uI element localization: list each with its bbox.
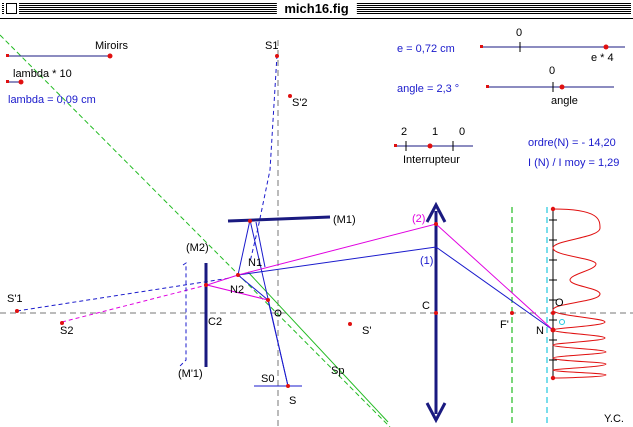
construction-lines — [0, 34, 633, 427]
angle-zero-label: 0 — [549, 65, 555, 77]
interrupteur-label: Interrupteur — [403, 154, 460, 166]
label-s1: S1 — [265, 40, 278, 52]
e-slider-knob[interactable] — [603, 44, 609, 50]
label-ray2: (2) — [412, 213, 425, 225]
separator-plate — [247, 271, 389, 423]
label-s1p: S'1 — [7, 293, 23, 305]
label-sp-point: S' — [362, 325, 371, 337]
controls[interactable] — [6, 42, 625, 151]
miroirs-slider[interactable] — [6, 53, 113, 59]
virtual-rays — [16, 54, 278, 367]
interrupteur-slider-start[interactable] — [394, 144, 397, 147]
ray-m1-branch — [255, 221, 266, 268]
ordre-readout: ordre(N) = - 14,20 — [528, 137, 616, 149]
label-o: O — [555, 297, 564, 309]
point-n-marker[interactable] — [559, 319, 565, 325]
ray-1-branch — [237, 274, 289, 387]
figure-labels: S1 S'2 S'1 S2 S' S S0 Sp (M1) (M2) (M'1)… — [7, 40, 624, 425]
point-ray2[interactable] — [434, 222, 438, 226]
angle-slider[interactable] — [486, 82, 614, 92]
plot-ticks — [549, 219, 557, 361]
interrupteur-tick-2-label: 2 — [401, 126, 407, 138]
point-n[interactable] — [550, 327, 556, 333]
point-s1p[interactable] — [15, 309, 19, 313]
separator-diagonal — [0, 34, 391, 427]
points — [15, 54, 565, 388]
lambda-slider[interactable] — [6, 79, 24, 85]
point-sp[interactable] — [348, 322, 352, 326]
angle-slider-start[interactable] — [486, 85, 489, 88]
label-s2: S2 — [60, 325, 73, 337]
mirror-m1[interactable] — [227, 215, 331, 223]
interrupteur-tick-0-label: 0 — [459, 126, 465, 138]
e-zero-label: 0 — [516, 27, 522, 39]
label-m1p: (M'1) — [178, 368, 203, 380]
point-s2p[interactable] — [288, 94, 292, 98]
miroirs-label: Miroirs — [95, 40, 128, 52]
plot-top-marker[interactable] — [550, 206, 556, 212]
label-c2: C2 — [208, 316, 222, 328]
label-fp: F' — [500, 319, 509, 331]
interrupteur-slider[interactable] — [394, 141, 473, 151]
point-c[interactable] — [434, 311, 438, 315]
lens-arrow-top — [425, 201, 447, 223]
author-label: Y.C. — [604, 413, 624, 425]
interrupteur-tick-1-label: 1 — [432, 126, 438, 138]
rays — [205, 219, 554, 387]
point-fp[interactable] — [510, 311, 514, 315]
ray-1 — [237, 219, 554, 387]
label-m1: (M1) — [333, 214, 356, 226]
virtual-mirror-m1p — [179, 262, 187, 367]
label-s0: S0 — [261, 373, 274, 385]
lambda-label: lambda * 10 — [13, 68, 72, 80]
control-texts: Miroirs lambda * 10 lambda = 0,09 cm e =… — [8, 27, 619, 169]
e-slider-label: e * 4 — [591, 52, 614, 64]
point-o[interactable] — [551, 311, 555, 315]
lambda-slider-start[interactable] — [6, 80, 9, 83]
point-m1[interactable] — [248, 219, 252, 223]
label-n1: N1 — [248, 257, 262, 269]
point-n2[interactable] — [266, 298, 270, 302]
close-box-button[interactable] — [4, 1, 19, 16]
label-n: N — [536, 325, 544, 337]
ray-2 — [205, 223, 554, 331]
title-bar[interactable]: mich16.fig — [0, 0, 633, 19]
window-title: mich16.fig — [276, 1, 357, 17]
angle-slider-knob[interactable] — [559, 84, 565, 90]
e-readout: e = 0,72 cm — [397, 43, 455, 55]
label-n2: N2 — [230, 284, 244, 296]
virtual-ray-s2 — [61, 284, 208, 323]
interference-plot — [549, 206, 607, 381]
figure-canvas[interactable]: Miroirs lambda * 10 lambda = 0,09 cm e =… — [0, 19, 633, 427]
plot-bottom-marker[interactable] — [550, 375, 556, 381]
e-slider-start[interactable] — [480, 45, 483, 48]
lambda-readout: lambda = 0,09 cm — [8, 94, 96, 106]
intensity-curve — [552, 208, 607, 379]
point-s1[interactable] — [275, 54, 279, 58]
miroirs-slider-knob[interactable] — [107, 53, 113, 59]
label-c: C — [422, 300, 430, 312]
point-s[interactable] — [286, 384, 290, 388]
lens-arrow-bottom — [425, 402, 447, 424]
virtual-ray-s1 — [249, 54, 278, 263]
point-m2[interactable] — [204, 283, 208, 287]
angle-slider-label: angle — [551, 95, 578, 107]
label-m2: (M2) — [186, 242, 209, 254]
interrupteur-slider-knob[interactable] — [427, 143, 433, 149]
label-s: S — [289, 395, 296, 407]
angle-readout: angle = 2,3 ° — [397, 83, 459, 95]
pivot-center[interactable] — [274, 309, 282, 317]
label-sp: Sp — [331, 365, 344, 377]
point-s2[interactable] — [60, 321, 64, 325]
intensite-readout: I (N) / I moy = 1,29 — [528, 157, 619, 169]
e-slider[interactable] — [480, 42, 625, 52]
label-ray1: (1) — [420, 255, 433, 267]
point-n1[interactable] — [236, 273, 240, 277]
virtual-ray-s1p — [16, 277, 231, 312]
lambda-slider-knob[interactable] — [18, 79, 24, 85]
miroirs-slider-start[interactable] — [6, 54, 9, 57]
label-s2p: S'2 — [292, 97, 308, 109]
